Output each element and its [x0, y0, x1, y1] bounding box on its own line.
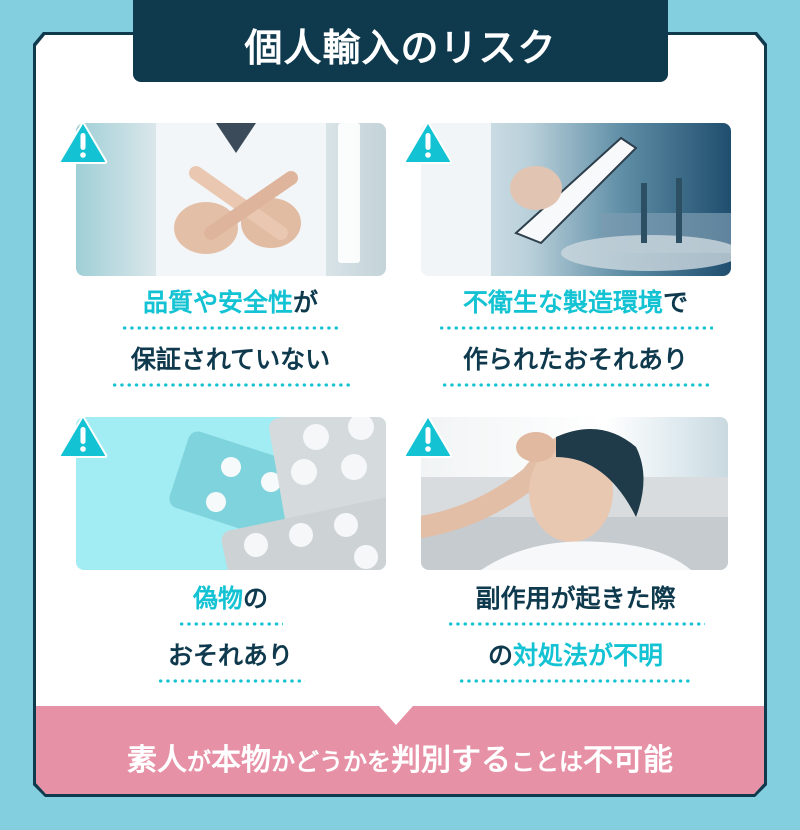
- risk-caption: 副作用が起きた際 の対処法が不明: [403, 584, 748, 698]
- caption-accent-text: 対処法が不明: [513, 641, 664, 670]
- blister-packs-illustration: [169, 417, 386, 570]
- risk-caption: 不衛生な製造環境で 作られたおそれあり: [403, 288, 748, 402]
- caption-line-2: の対処法が不明: [488, 641, 663, 671]
- caption-accent-text: 偽物: [192, 584, 243, 613]
- caption-line-2: おそれあり: [167, 641, 293, 670]
- man-headache-illustration: [421, 429, 728, 570]
- caption-line-2: 作られたおそれあり: [462, 345, 688, 374]
- worker-with-clipboard-factory-photo: [421, 123, 731, 276]
- caption-accent-text: 製造環境: [562, 288, 663, 317]
- dotted-divider: [458, 679, 693, 683]
- warning-icon: [403, 120, 453, 164]
- caption-line-1: 品質や安全性が: [143, 288, 318, 318]
- speech-notch: [379, 706, 413, 725]
- pill-blister-packs-photo: [76, 417, 386, 570]
- caption-text: で: [663, 288, 689, 317]
- title-banner: 個人輸入のリスク: [133, 0, 668, 82]
- conclusion-part: かどうかを: [271, 748, 391, 776]
- caption-accent-text: 品質や安全性: [142, 288, 293, 317]
- caption-text: が: [293, 288, 319, 317]
- warning-icon: [58, 414, 108, 458]
- dotted-divider: [110, 383, 351, 387]
- risk-card-border: 品質や安全性が 保証されていない: [33, 32, 767, 797]
- warning-icon: [403, 414, 453, 458]
- dotted-divider: [446, 622, 705, 626]
- conclusion-part: ことは: [511, 748, 583, 776]
- caption-text: の: [487, 641, 513, 670]
- doctor-crossing-fingers-photo: [76, 123, 386, 276]
- caption-accent-text: 不衛生な: [462, 288, 563, 317]
- caption-text: の: [243, 584, 269, 613]
- conclusion-part: 判別する: [391, 743, 511, 778]
- conclusion-part: 素人: [127, 743, 187, 778]
- conclusion-part: 不可能: [583, 743, 673, 778]
- dotted-divider: [156, 679, 305, 683]
- caption-line-2: 保証されていない: [130, 345, 331, 374]
- risk-caption: 品質や安全性が 保証されていない: [58, 288, 403, 402]
- warning-icon: [58, 120, 108, 164]
- dotted-divider: [438, 326, 713, 330]
- man-with-headache-photo: [421, 417, 728, 570]
- caption-line-1: 不衛生な製造環境で: [463, 288, 688, 318]
- crossed-fingers-illustration: [156, 123, 360, 276]
- page-title: 個人輸入のリスク: [244, 25, 557, 70]
- conclusion-text: 素人が本物かどうかを判別することは不可能: [127, 735, 673, 779]
- dotted-divider: [178, 622, 283, 626]
- dotted-divider: [120, 326, 341, 330]
- conclusion-part: が: [187, 748, 211, 776]
- risk-card: 品質や安全性が 保証されていない: [36, 35, 764, 794]
- caption-line-1: 副作用が起きた際: [475, 584, 676, 613]
- risk-caption: 偽物の おそれあり: [58, 584, 403, 698]
- conclusion-part: 本物: [211, 743, 271, 778]
- clipboard-factory-illustration: [421, 123, 731, 276]
- caption-line-1: 偽物の: [193, 584, 268, 614]
- dotted-divider: [440, 383, 711, 387]
